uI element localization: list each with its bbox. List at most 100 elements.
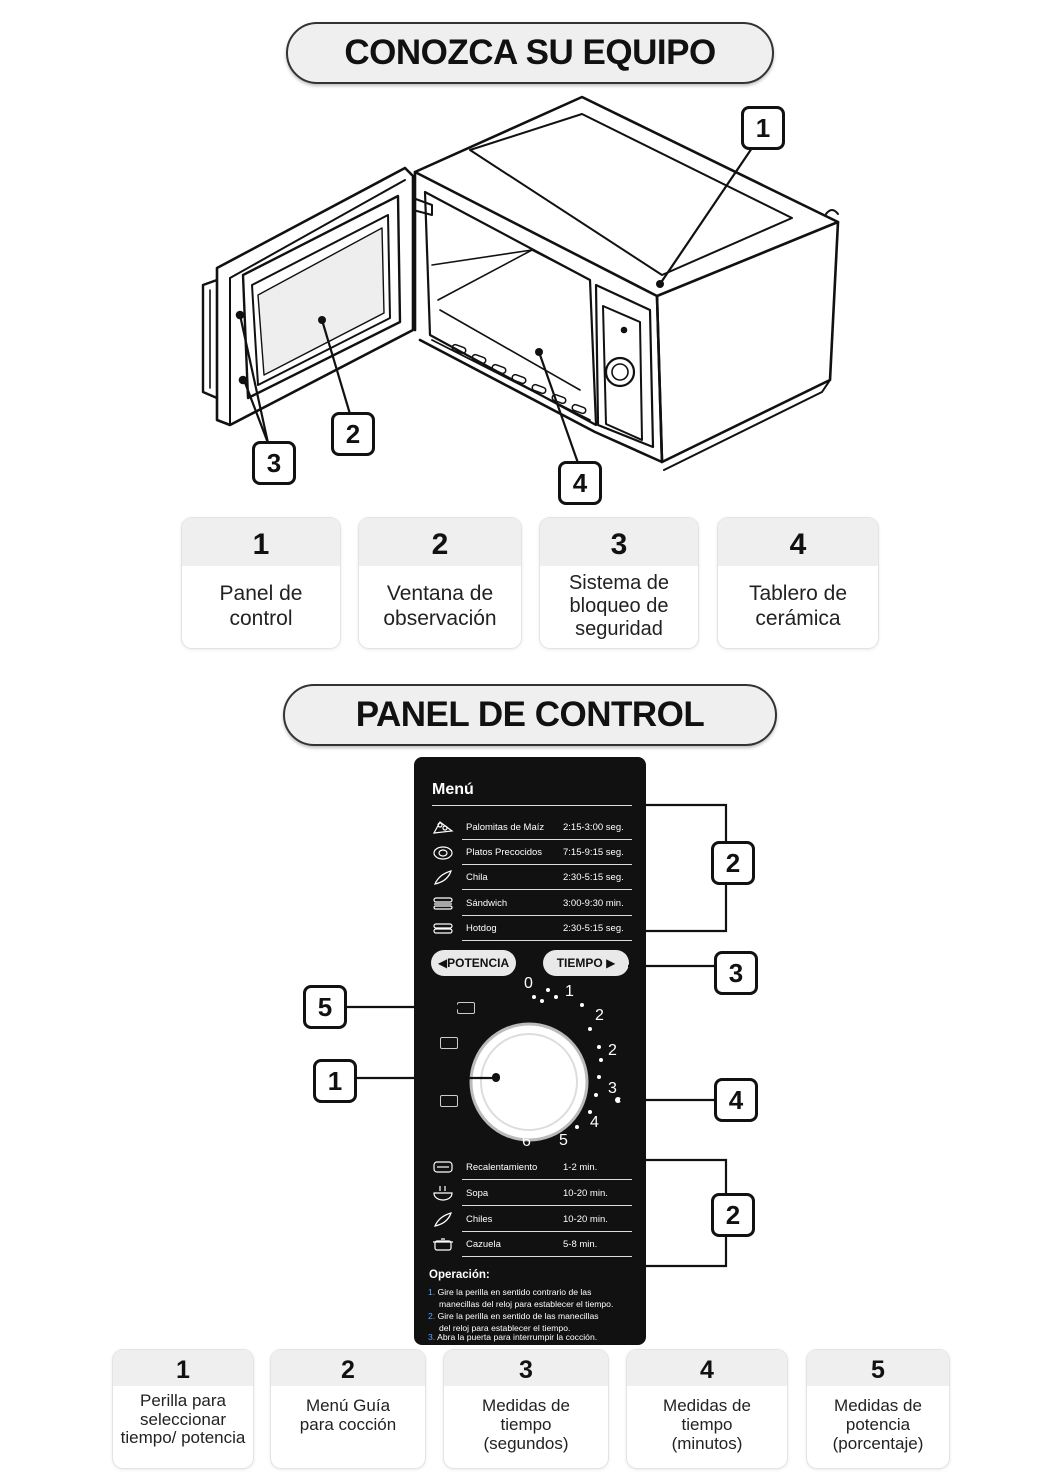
hotdog-icon [433, 923, 453, 934]
part-label: Medidas de potencia (porcentaje) [832, 1396, 924, 1453]
part-number: 3 [540, 518, 698, 566]
part-number: 5 [807, 1350, 949, 1386]
reheat-icon [433, 1161, 453, 1173]
arrow-left-icon: ◀ [437, 956, 448, 970]
dial-number: 4 [590, 1114, 599, 1131]
operation-step: 2. Gire la perilla en sentido de las man… [428, 1311, 599, 1321]
part-card-4: 4 Tablero de cerámica [718, 518, 878, 648]
casserole-icon [433, 1238, 453, 1251]
menu-item-time: 2:30-5:15 seg. [563, 923, 624, 934]
part-number: 4 [718, 518, 878, 566]
operation-title: Operación: [429, 1269, 490, 1281]
dial-number: 1 [565, 983, 574, 1000]
part-label: Panel de control [219, 582, 303, 630]
part-label: Medidas de tiempo (segundos) [482, 1396, 570, 1453]
time-button[interactable]: TIEMPO ▶ [543, 950, 629, 976]
menu-item-name: Sándwich [466, 898, 508, 909]
part-number: 1 [113, 1350, 253, 1386]
power-button[interactable]: ◀POTENCIA [431, 950, 516, 976]
arrow-right-icon: ▶ [606, 956, 616, 970]
power-button-label: POTENCIA [447, 956, 510, 970]
panel-part-card-2: 2 Menú Guía para cocción [271, 1350, 425, 1468]
menu-item: Recalentamiento 1-2 min. [432, 1155, 636, 1180]
power-level-icon [440, 1095, 458, 1107]
menu-item-name: Hotdog [466, 923, 497, 934]
panel-part-card-3: 3 Medidas de tiempo (segundos) [444, 1350, 608, 1468]
menu-title: Menú [432, 781, 474, 798]
operation-step: del reloj para establecer el tiempo. [439, 1323, 571, 1333]
part-card-3: 3 Sistema de bloqueo de seguridad [540, 518, 698, 648]
part-number: 3 [444, 1350, 608, 1386]
dial-number: 5 [559, 1132, 568, 1149]
part-label: Menú Guía para cocción [299, 1396, 397, 1434]
menu-item-time: 2:30-5:15 seg. [563, 872, 624, 883]
menu-item: Cazuela 5-8 min. [432, 1232, 636, 1257]
chili-icon [433, 870, 452, 885]
control-panel: Menú Palomitas de Maíz 2:15-3:00 seg. Pl… [414, 757, 646, 1345]
operation-step: 1. Gire la perilla en sentido contrario … [428, 1287, 592, 1297]
part-label: Tablero de cerámica [748, 582, 848, 630]
timer-dial [469, 988, 621, 1142]
menu-item-name: Recalentamiento [466, 1162, 538, 1173]
menu-item-name: Sopa [466, 1188, 489, 1199]
section-title-panel: PANEL DE CONTROL [283, 684, 777, 746]
menu-item-time: 7:15-9:15 seg. [563, 847, 624, 858]
soup-icon [433, 1186, 453, 1201]
part-label: Ventana de observación [383, 582, 497, 630]
callout-2: 2 [331, 412, 375, 456]
menu-item-name: Platos Precocidos [466, 847, 543, 858]
chili-icon [433, 1212, 452, 1227]
menu-item-time: 2:15-3:00 seg. [563, 822, 624, 833]
time-button-label: TIEMPO [556, 956, 603, 970]
sandwich-icon [433, 897, 453, 910]
part-number: 2 [359, 518, 521, 566]
menu-item-time: 10-20 min. [563, 1214, 608, 1225]
menu-item: Sopa 10-20 min. [432, 1181, 636, 1206]
operation-step: 3. Abra la puerta para interrumpir la co… [428, 1332, 598, 1342]
panel-part-card-5: 5 Medidas de potencia (porcentaje) [807, 1350, 949, 1468]
divider [432, 805, 632, 806]
power-level-icon [440, 1037, 458, 1049]
menu-item: Palomitas de Maíz 2:15-3:00 seg. [432, 815, 636, 840]
part-number: 1 [182, 518, 340, 566]
part-number: 2 [271, 1350, 425, 1386]
menu-item-name: Chila [466, 872, 488, 883]
menu-item-name: Cazuela [466, 1239, 501, 1250]
operation-step: manecillas del reloj para establecer el … [439, 1299, 614, 1309]
menu-item-time: 10-20 min. [563, 1188, 608, 1199]
dial-number: 2 [595, 1007, 604, 1024]
menu-item-name: Palomitas de Maíz [466, 822, 545, 833]
callout-2: 2 [711, 1193, 755, 1237]
part-number: 4 [627, 1350, 787, 1386]
part-label: Medidas de tiempo (minutos) [663, 1396, 751, 1453]
callout-1: 1 [313, 1059, 357, 1103]
menu-item-name: Chiles [466, 1214, 493, 1225]
menu-item: Hotdog 2:30-5:15 seg. [432, 916, 636, 941]
part-card-1: 1 Panel de control [182, 518, 340, 648]
callout-2: 2 [711, 841, 755, 885]
dial-number: 6 [522, 1133, 531, 1150]
menu-item-time: 1-2 min. [563, 1162, 598, 1173]
part-label: Sistema de bloqueo de seguridad [568, 571, 670, 640]
menu-item-time: 3:00-9:30 min. [563, 898, 624, 909]
menu-item: Chiles 10-20 min. [432, 1207, 636, 1232]
part-label: Perilla para seleccionar tiempo/ potenci… [120, 1391, 246, 1447]
menu-item: Sándwich 3:00-9:30 min. [432, 891, 636, 916]
callout-4: 4 [714, 1078, 758, 1122]
panel-part-card-4: 4 Medidas de tiempo (minutos) [627, 1350, 787, 1468]
menu-item: Platos Precocidos 7:15-9:15 seg. [432, 840, 636, 865]
popcorn-icon [432, 821, 454, 834]
menu-item: Chila 2:30-5:15 seg. [432, 865, 636, 890]
callout-1: 1 [741, 106, 785, 150]
dial-number: 3 [608, 1080, 617, 1097]
plate-icon [433, 846, 453, 860]
section-title-conozca: CONOZCA SU EQUIPO [286, 22, 774, 84]
dial-ticks [532, 988, 603, 1137]
callout-4: 4 [558, 461, 602, 505]
dial-number: 2 [608, 1042, 617, 1059]
callout-3: 3 [714, 951, 758, 995]
panel-part-card-1: 1 Perilla para seleccionar tiempo/ poten… [113, 1350, 253, 1468]
callout-3: 3 [252, 441, 296, 485]
dial-number: 0 [524, 975, 533, 992]
